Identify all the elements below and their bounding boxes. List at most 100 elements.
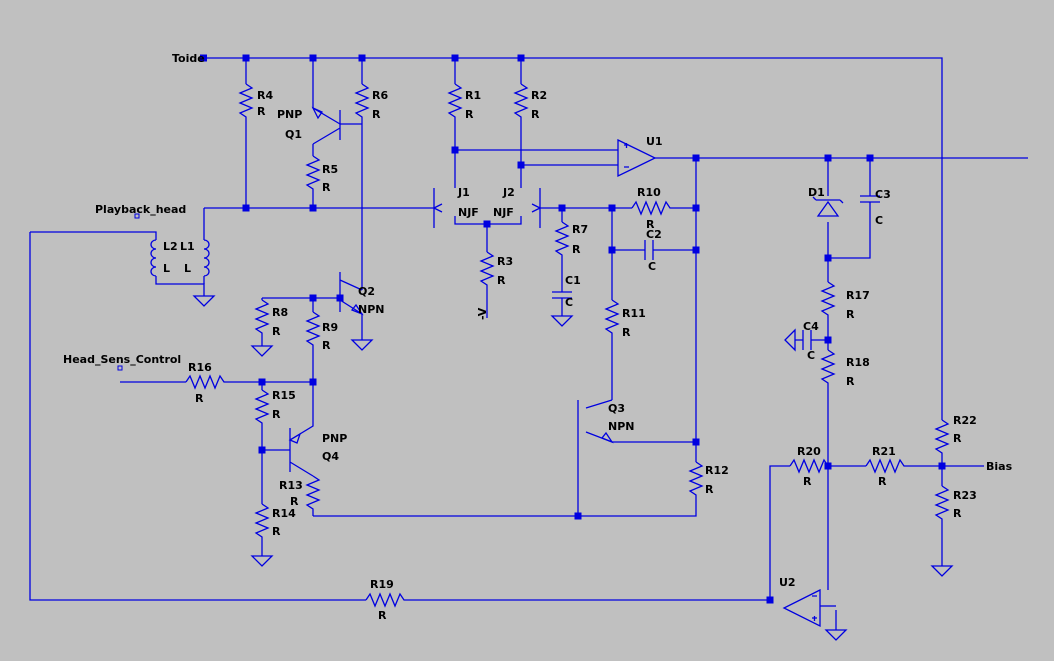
- label-r19-value: R: [378, 609, 387, 622]
- label-r18-ref: R18: [846, 356, 870, 369]
- label-d1-ref: D1: [808, 186, 825, 199]
- ground-icon: [550, 315, 574, 327]
- label-r6-ref: R6: [372, 89, 388, 102]
- resistor-r7: [554, 221, 570, 262]
- label-l2-value: L: [163, 262, 170, 275]
- label-r12-value: R: [705, 483, 714, 496]
- label-q1-type: PNP: [277, 108, 302, 121]
- label-c1-ref: C1: [565, 274, 581, 287]
- label-j1-ref: J1: [457, 186, 470, 199]
- label-r11-value: R: [622, 326, 631, 339]
- label-r14-ref: R14: [272, 507, 296, 520]
- label-r8-value: R: [272, 325, 281, 338]
- label-r20-ref: R20: [797, 445, 821, 458]
- label-r7-value: R: [572, 243, 581, 256]
- label-r22-value: R: [953, 432, 962, 445]
- capacitor-c4: [802, 330, 812, 350]
- label-r7-ref: R7: [572, 223, 588, 236]
- ground-symbols: [192, 295, 954, 641]
- jfet-j2: [531, 188, 541, 228]
- net-label-toide: Toide: [172, 52, 205, 65]
- label-r3-ref: R3: [497, 255, 513, 268]
- diode-d1: [812, 196, 844, 217]
- label-l2-ref: L2: [163, 240, 178, 253]
- capacitor-c1: [552, 288, 572, 316]
- label-r12-ref: R12: [705, 464, 729, 477]
- resistor-r21: [865, 458, 906, 474]
- resistor-r5: [305, 155, 321, 196]
- label-r2-ref: R2: [531, 89, 547, 102]
- resistor-r2: [513, 83, 529, 124]
- resistor-r3: [479, 251, 495, 292]
- label-r10-value: R: [646, 218, 655, 231]
- capacitor-c3: [860, 195, 880, 222]
- resistor-r8: [254, 299, 270, 340]
- label-r4-ref: R4: [257, 89, 273, 102]
- label-r14-value: R: [272, 525, 281, 538]
- opamps: [617, 138, 821, 628]
- resistor-r10: [631, 200, 672, 216]
- jfet-j1: [433, 188, 443, 228]
- net-label-head-sens-control: Head_Sens_Control: [63, 353, 181, 366]
- label-r20-value: R: [803, 475, 812, 488]
- inductor-l1: [203, 239, 210, 277]
- net-label-playback-head: Playback_head: [95, 203, 186, 216]
- label-j2-type: NJF: [493, 206, 514, 219]
- component-labels: R4 R PNP Q1 R6 R R1 R R2 R U1 R5 R J1 NJ…: [163, 89, 977, 622]
- label-u1-ref: U1: [646, 135, 663, 148]
- q1-emitter-arrow: [311, 106, 323, 120]
- q4-emitter-arrow: [288, 432, 302, 444]
- resistor-r6: [354, 83, 370, 124]
- label-r10-ref: R10: [637, 186, 661, 199]
- ground-icon: [250, 555, 274, 567]
- label-q4-type: PNP: [322, 432, 347, 445]
- label-q3-type: NPN: [608, 420, 634, 433]
- label-r16-ref: R16: [188, 361, 212, 374]
- label-c1-value: C: [565, 296, 573, 309]
- label-l1-ref: L1: [180, 240, 195, 253]
- label-r9-value: R: [322, 339, 331, 352]
- q2-emitter-arrow: [350, 303, 364, 316]
- label-l1-value: L: [184, 262, 191, 275]
- capacitor-c2: [644, 240, 654, 260]
- ground-icon: [350, 339, 374, 351]
- resistor-r12: [688, 461, 704, 502]
- inductors: [150, 239, 210, 277]
- label-r6-value: R: [372, 108, 381, 121]
- ground-icon: [192, 295, 216, 307]
- resistor-r18: [820, 349, 836, 390]
- label-r4-value: R: [257, 105, 266, 118]
- resistor-r15: [254, 389, 270, 430]
- net-label-neg-v: -V: [476, 307, 489, 320]
- resistor-r11: [604, 299, 620, 340]
- label-c3-value: C: [875, 214, 883, 227]
- ground-icon: [784, 328, 796, 352]
- label-r8-ref: R8: [272, 306, 288, 319]
- label-r3-value: R: [497, 274, 506, 287]
- net-label-bias: Bias: [986, 460, 1013, 473]
- resistor-r13: [305, 475, 321, 516]
- resistor-r14: [254, 503, 270, 544]
- resistor-r22: [934, 419, 950, 460]
- resistor-r23: [934, 485, 950, 526]
- label-r21-value: R: [878, 475, 887, 488]
- resistor-r4: [238, 83, 254, 124]
- label-r16-value: R: [195, 392, 204, 405]
- q3-emitter-arrow: [600, 431, 614, 444]
- label-r21-ref: R21: [872, 445, 896, 458]
- label-r1-ref: R1: [465, 89, 481, 102]
- label-c2-ref: C2: [646, 228, 662, 241]
- label-r17-ref: R17: [846, 289, 870, 302]
- resistor-r20: [789, 458, 830, 474]
- junction-dots: [200, 54, 946, 604]
- label-c3-ref: C3: [875, 188, 891, 201]
- opamp-u1: [617, 138, 657, 178]
- label-j2-ref: J2: [502, 186, 515, 199]
- resistor-r19: [365, 592, 406, 608]
- label-r13-value: R: [290, 495, 299, 508]
- resistor-r16: [185, 374, 226, 390]
- transistors: [288, 106, 614, 444]
- label-q4-ref: Q4: [322, 450, 339, 463]
- inductor-l2: [150, 239, 157, 277]
